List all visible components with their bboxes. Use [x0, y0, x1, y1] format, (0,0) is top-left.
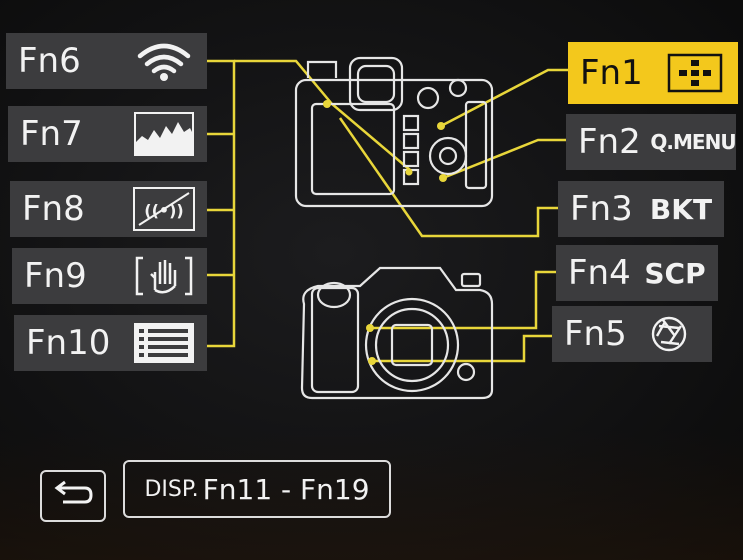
touch-ae-icon [131, 255, 197, 297]
fn3-button[interactable]: Fn3 BKT [558, 181, 724, 237]
fn4-to-camera-line [370, 270, 556, 330]
fn1-button[interactable]: Fn1 [568, 42, 738, 104]
scope-text-icon: SCP [644, 256, 706, 290]
disp-fn11-fn19-button[interactable]: DISP. Fn11 - Fn19 [123, 460, 391, 518]
fn2-label: Fn2 [578, 122, 641, 162]
quick-menu-text-icon: Q.MENU [650, 130, 736, 154]
camera-front-outline [300, 266, 494, 400]
left-bracket-line [207, 59, 236, 348]
fn3-label: Fn3 [570, 189, 633, 229]
fn5-label: Fn5 [564, 314, 627, 354]
disp-range: Fn11 - Fn19 [202, 472, 370, 506]
fn10-button[interactable]: Fn10 [14, 315, 207, 371]
svg-text:((•)): ((•)) [144, 201, 183, 220]
fn5-to-camera-line [372, 334, 552, 363]
fn9-button[interactable]: Fn9 [12, 248, 207, 304]
return-arrow-icon [51, 479, 95, 513]
fn1-label: Fn1 [580, 53, 643, 93]
bracket-text-icon: BKT [649, 192, 713, 226]
fn6-label: Fn6 [18, 41, 81, 81]
fn5-button[interactable]: Fn5 [552, 306, 712, 362]
fn7-button[interactable]: Fn7 [8, 106, 207, 162]
menu-list-icon [131, 322, 197, 364]
back-button[interactable] [40, 470, 106, 522]
fn8-label: Fn8 [22, 189, 85, 229]
fn7-label: Fn7 [20, 114, 83, 154]
fn3-to-camera-line [338, 117, 558, 238]
camera-front-hotspots [366, 324, 376, 365]
connector-lines [207, 59, 568, 363]
camera-rear-outline [294, 56, 494, 208]
fn2-to-camera-line [442, 138, 566, 180]
fn10-label: Fn10 [26, 323, 111, 363]
level-gauge-icon: ((•)) [131, 187, 197, 231]
histogram-icon [131, 112, 197, 156]
camera-rear-hotspots [323, 100, 447, 182]
fn1-to-camera-line [440, 68, 568, 128]
disp-prefix: DISP. [144, 476, 199, 502]
wifi-icon [131, 40, 197, 82]
fn4-label: Fn4 [568, 253, 631, 293]
fn8-button[interactable]: Fn8 ((•)) [10, 181, 207, 237]
fn6-button[interactable]: Fn6 [6, 33, 207, 89]
fn2-button[interactable]: Fn2 Q.MENU [566, 114, 737, 170]
af-mode-icon [662, 52, 728, 94]
fn9-label: Fn9 [24, 256, 87, 296]
fn4-button[interactable]: Fn4 SCP [556, 245, 718, 301]
aperture-icon [636, 313, 702, 355]
fn6-to-camera-line [234, 59, 411, 171]
